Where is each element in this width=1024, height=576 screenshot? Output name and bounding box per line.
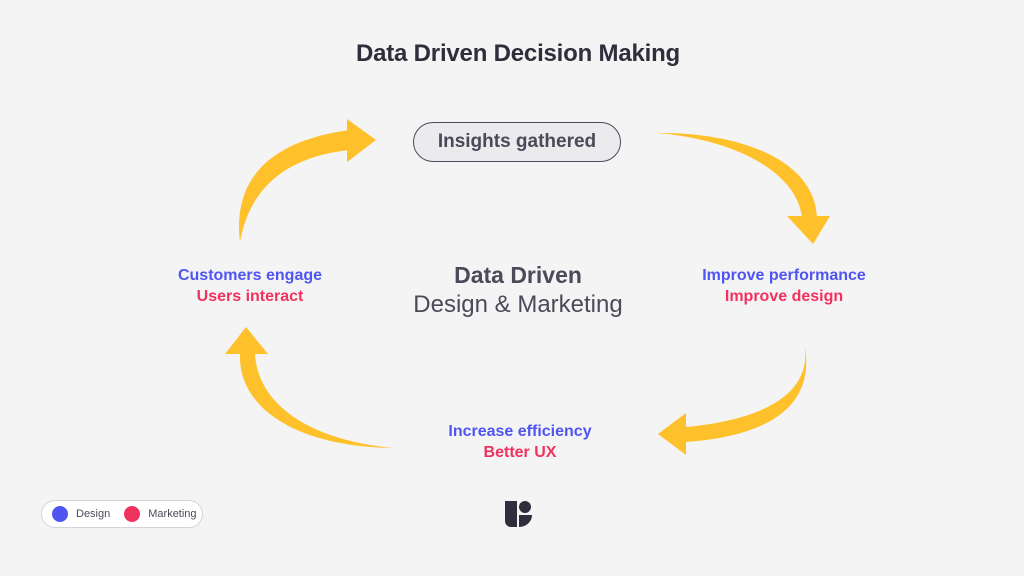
arrow-right-to-bottom-icon xyxy=(658,337,807,455)
brand-logo-icon xyxy=(505,501,532,527)
legend-item-design: Design xyxy=(52,506,110,522)
left-node: Customers engage Users interact xyxy=(160,265,340,307)
center-line1: Data Driven xyxy=(454,262,582,288)
bottom-design-label: Increase efficiency xyxy=(448,423,592,440)
insights-gathered-node: Insights gathered xyxy=(413,122,621,162)
legend-design-label: Design xyxy=(76,508,111,520)
right-marketing-label: Improve design xyxy=(724,288,844,305)
insights-gathered-label: Insights gathered xyxy=(437,131,597,152)
marketing-dot-icon xyxy=(124,506,141,522)
left-marketing-label: Users interact xyxy=(196,288,304,305)
legend-marketing-label: Marketing xyxy=(148,508,197,520)
left-design-label: Customers engage xyxy=(177,267,323,284)
arrow-left-to-top-icon xyxy=(239,119,376,242)
legend-item-marketing: Marketing xyxy=(124,506,197,522)
diagram-title: Data Driven Decision Making xyxy=(355,40,681,67)
bottom-marketing-label: Better UX xyxy=(483,444,557,461)
center-label: Data Driven Design & Marketing xyxy=(380,260,656,320)
arrow-top-to-right-icon xyxy=(657,132,830,244)
right-node: Improve performance Improve design xyxy=(684,265,884,307)
bottom-node: Increase efficiency Better UX xyxy=(420,421,620,463)
right-design-label: Improve performance xyxy=(702,267,866,284)
center-line2: Design & Marketing xyxy=(413,291,623,318)
design-dot-icon xyxy=(52,506,68,522)
arrow-bottom-to-left-icon xyxy=(225,327,393,448)
legend: Design Marketing xyxy=(41,500,203,528)
